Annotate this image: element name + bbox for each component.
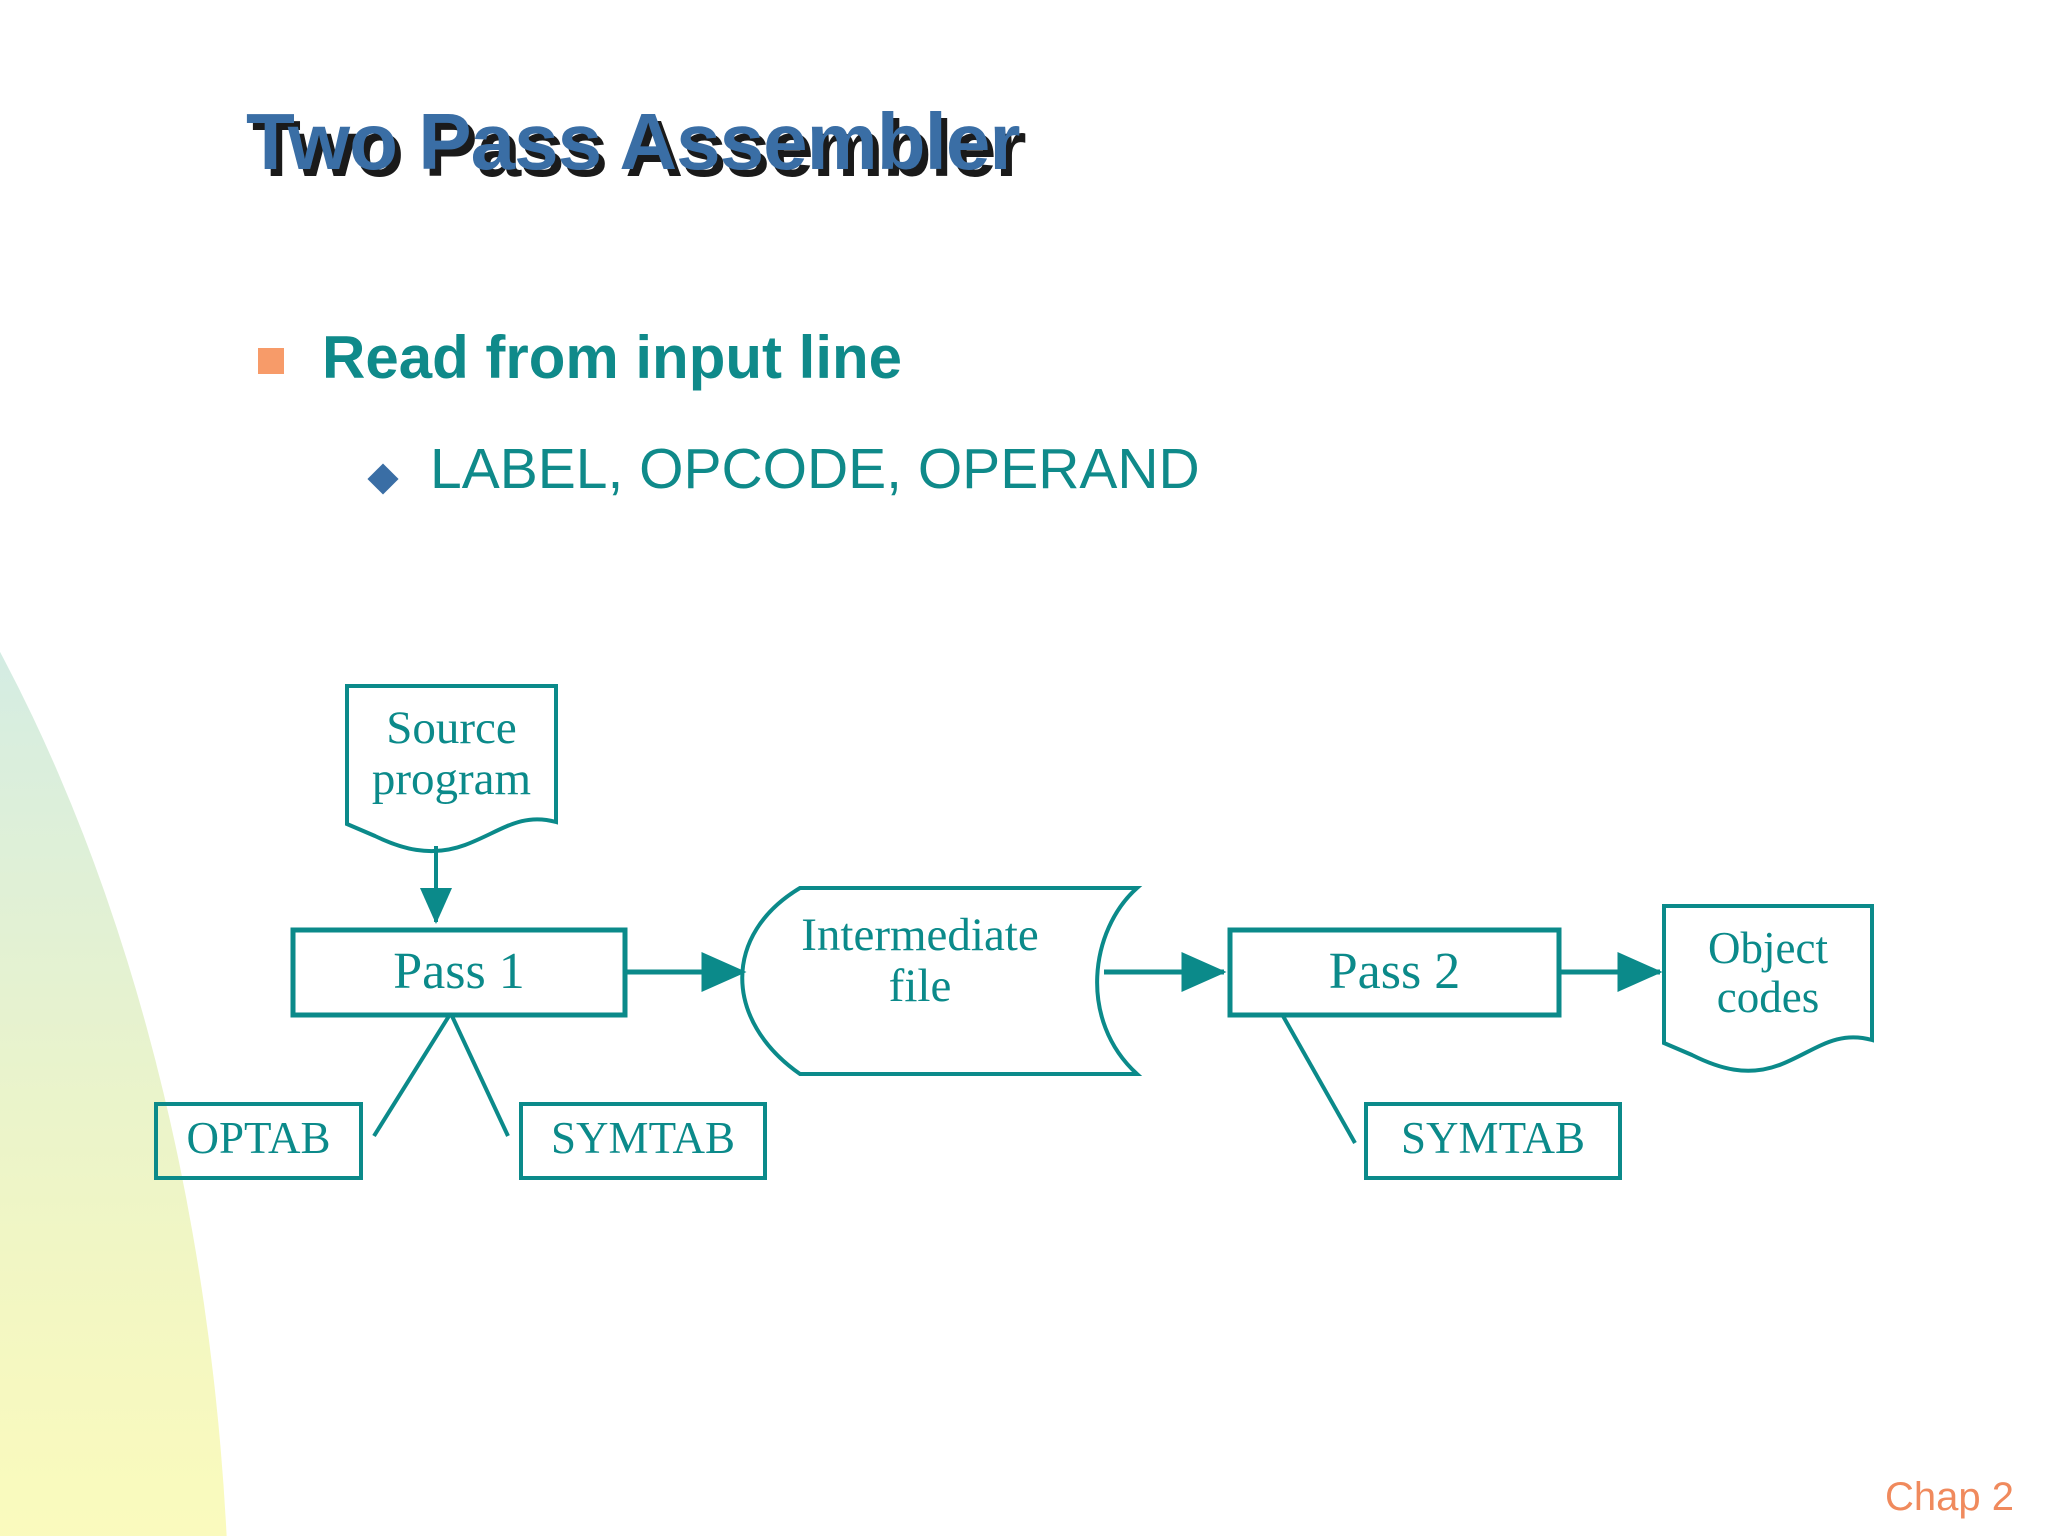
page-title: Two Pass Assembler (246, 97, 1020, 186)
label-object-codes: Object codes (1708, 923, 1828, 1022)
label-symtab-pass2: SYMTAB (1401, 1113, 1585, 1163)
bullet-level1-label: Read from input line (322, 324, 903, 391)
edge-pass2-to-symtab2 (1281, 1015, 1357, 1144)
label-source-program: Source program (371, 702, 532, 805)
bullet-level2: LABEL, OPCODE, OPERAND (367, 437, 1200, 501)
bullet-level2-label: LABEL, OPCODE, OPERAND (430, 437, 1200, 501)
square-bullet-icon (258, 348, 284, 374)
label-pass-2: Pass 2 (1328, 943, 1461, 1000)
footer-chapter-label: Chap 2 (1885, 1475, 2014, 1519)
label-symtab-pass1: SYMTAB (551, 1113, 735, 1163)
label-optab: OPTAB (186, 1113, 331, 1163)
label-pass-1: Pass 1 (393, 943, 525, 1000)
edge-pass1-to-optab (372, 1014, 451, 1138)
page-title-shadow: Two Pass Assembler (252, 104, 1026, 193)
bullet-level1: Read from input line (258, 326, 902, 389)
background-decoration (0, 168, 230, 1536)
edge-pass1-to-symtab1 (450, 1015, 510, 1137)
label-intermediate-file: Intermediate file (801, 909, 1039, 1012)
diamond-bullet-icon (367, 463, 399, 495)
